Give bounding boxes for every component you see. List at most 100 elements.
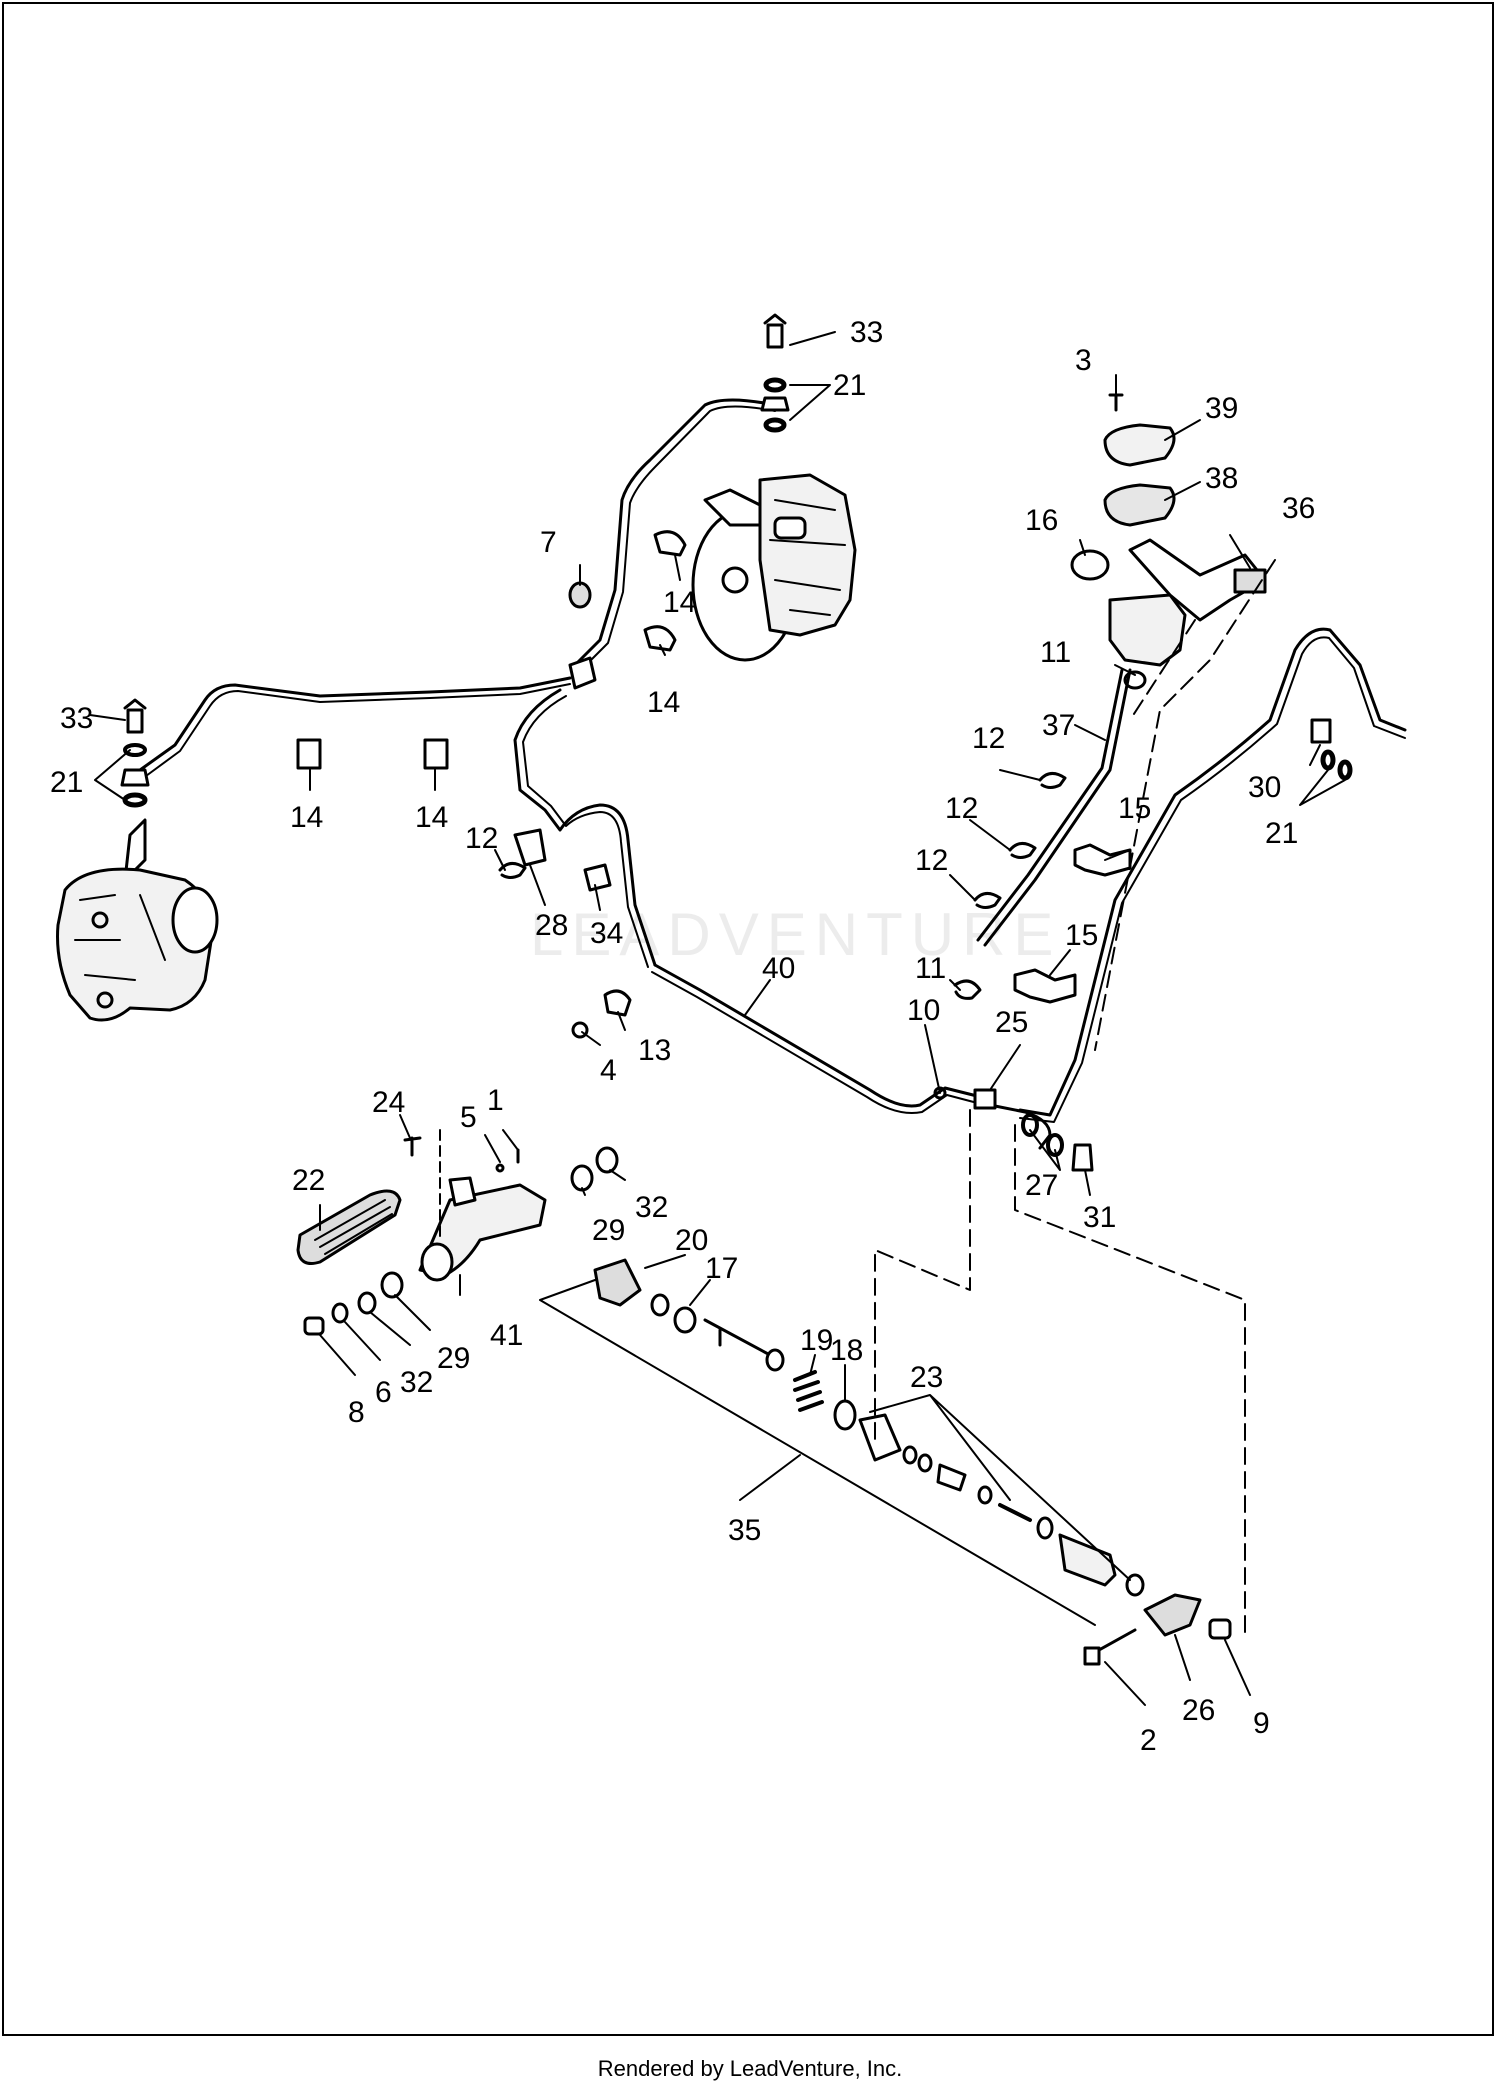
callout-12: 12 xyxy=(465,822,498,855)
dash-line xyxy=(874,1109,971,1441)
callout-27: 27 xyxy=(1025,1169,1058,1202)
brake-line-front xyxy=(573,398,777,667)
clip-14 xyxy=(296,738,322,770)
caliper-left-bolt xyxy=(91,911,109,929)
brake-line-40 xyxy=(653,963,987,1108)
callout-19: 19 xyxy=(800,1324,833,1357)
bracket-28 xyxy=(513,828,547,867)
brake-line-left-inner xyxy=(145,683,571,777)
callout-12: 12 xyxy=(972,722,1005,755)
clip-14 xyxy=(643,625,677,652)
spring-small xyxy=(998,1503,1032,1522)
boot-20 xyxy=(593,1258,642,1307)
pushrod xyxy=(703,1318,772,1357)
brake-line-junction-inner xyxy=(522,695,649,968)
diagram-frame xyxy=(2,2,1494,2036)
clamp-12b xyxy=(1008,842,1037,859)
clip-14 xyxy=(653,530,687,557)
bushing-29b xyxy=(380,1271,404,1299)
bleeder-tip xyxy=(763,313,787,325)
brake-lines xyxy=(138,398,1407,1150)
clamp-12c xyxy=(973,892,1002,909)
fittings-lower xyxy=(933,1086,1094,1172)
callout-21: 21 xyxy=(833,369,866,402)
reservoir-cylinder xyxy=(1058,1533,1117,1587)
callout-41: 41 xyxy=(490,1319,523,1352)
dash-line xyxy=(1129,619,1196,721)
washer xyxy=(763,377,787,393)
callout-14: 14 xyxy=(663,586,696,619)
callout-23: 23 xyxy=(910,1361,943,1394)
junction-block xyxy=(568,656,597,690)
caliper-left-bolt xyxy=(96,991,114,1009)
caliper-front-body xyxy=(758,473,857,637)
callout-34: 34 xyxy=(590,917,623,950)
pin-24 xyxy=(403,1136,422,1157)
callout-38: 38 xyxy=(1205,462,1238,495)
callout-13: 13 xyxy=(638,1034,671,1067)
fitting-25 xyxy=(973,1088,997,1110)
bracket-35-line xyxy=(539,1279,1096,1626)
callout-32: 32 xyxy=(400,1366,433,1399)
callout-29: 29 xyxy=(437,1342,470,1375)
caliper-left-detail xyxy=(74,894,166,981)
clip-34 xyxy=(583,863,612,892)
assembly-lines xyxy=(874,559,1276,1641)
washer-17 xyxy=(650,1293,670,1317)
nut-9 xyxy=(1208,1618,1232,1640)
callout-30: 30 xyxy=(1248,771,1281,804)
seal xyxy=(902,1445,918,1465)
callout-40: 40 xyxy=(762,952,795,985)
screw-3 xyxy=(1108,393,1124,412)
caliper-front-hub xyxy=(721,566,749,594)
clamp-12a xyxy=(1038,772,1067,789)
callout-20: 20 xyxy=(675,1224,708,1257)
callout-4: 4 xyxy=(600,1054,617,1087)
pedal-pivot xyxy=(420,1242,454,1282)
washer-27 xyxy=(1046,1133,1064,1157)
piston xyxy=(936,1463,967,1492)
callout-24: 24 xyxy=(372,1086,405,1119)
callout-5: 5 xyxy=(460,1101,477,1134)
bracket-26 xyxy=(1143,1593,1202,1637)
oring xyxy=(1036,1516,1054,1540)
callout-11: 11 xyxy=(915,952,946,985)
callout-14: 14 xyxy=(290,801,323,834)
spring-19 xyxy=(793,1370,824,1412)
fitting-30 xyxy=(1310,718,1332,744)
callout-1: 1 xyxy=(487,1084,504,1117)
caliper-front xyxy=(691,473,857,662)
callout-21: 21 xyxy=(1265,817,1298,850)
callout-17: 17 xyxy=(705,1252,738,1285)
callout-14: 14 xyxy=(647,686,680,719)
callout-37: 37 xyxy=(1042,709,1075,742)
fitting-10 xyxy=(933,1086,947,1100)
leader-lines xyxy=(89,331,1346,1706)
callout-14: 14 xyxy=(415,801,448,834)
washer xyxy=(1337,759,1353,781)
hose-37-inner xyxy=(976,668,1124,942)
oring-32b xyxy=(357,1291,377,1315)
caliper-front-detail xyxy=(769,499,846,616)
brake-line-left xyxy=(138,676,572,772)
callout-22: 22 xyxy=(292,1164,325,1197)
seal xyxy=(917,1453,933,1473)
pedal-bracket xyxy=(448,1176,477,1207)
nut-8 xyxy=(303,1316,325,1336)
cylinder-body xyxy=(858,1413,902,1462)
bushing-29a xyxy=(570,1164,594,1192)
brake-line-rear-inner xyxy=(1019,636,1406,1123)
callout-18: 18 xyxy=(830,1334,863,1367)
callout-16: 16 xyxy=(1025,504,1058,537)
gasket-38 xyxy=(1103,483,1176,527)
brake-line-front-inner xyxy=(582,405,776,669)
callout-9: 9 xyxy=(1253,1707,1270,1740)
banjo-bolt xyxy=(120,768,150,787)
washer-6 xyxy=(331,1302,349,1324)
cover-39 xyxy=(1103,423,1176,467)
watermark: LEADVENTURE xyxy=(530,901,1062,968)
callout-7: 7 xyxy=(540,526,557,559)
washer xyxy=(763,417,787,433)
callout-29: 29 xyxy=(592,1214,625,1247)
line-clips xyxy=(296,530,687,1039)
